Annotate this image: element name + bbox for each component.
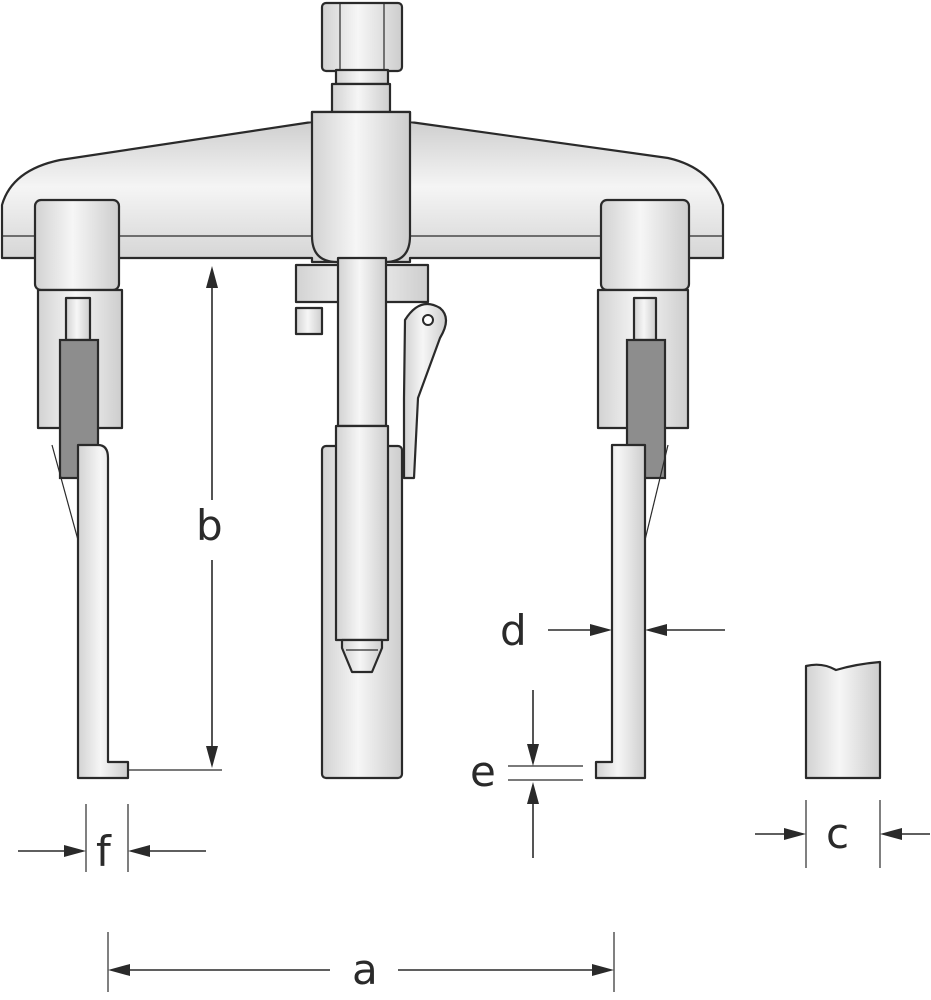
- label-e: e: [470, 747, 496, 796]
- dimension-a: a: [107, 932, 615, 994]
- dimension-f: f: [18, 804, 206, 876]
- label-f: f: [96, 827, 112, 876]
- right-arm-clamp: [596, 198, 691, 480]
- spindle-neck: [330, 82, 392, 116]
- jaw-tip-detail: [804, 660, 882, 780]
- dimension-d: d: [500, 606, 725, 655]
- right-arm-jaw: [594, 443, 669, 780]
- left-arm-clamp: [33, 198, 124, 480]
- label-b: b: [196, 501, 223, 550]
- lever: [402, 302, 448, 480]
- label-a: a: [352, 945, 378, 994]
- dimension-e: e: [470, 690, 583, 858]
- label-d: d: [500, 606, 527, 655]
- center-spindle: [320, 256, 404, 780]
- dimension-b: b: [128, 266, 223, 771]
- left-arm-jaw: [51, 443, 130, 780]
- label-c: c: [826, 809, 849, 858]
- crossbar: [0, 110, 725, 264]
- dimension-c: c: [755, 800, 930, 868]
- hex-nut: [320, 1, 404, 86]
